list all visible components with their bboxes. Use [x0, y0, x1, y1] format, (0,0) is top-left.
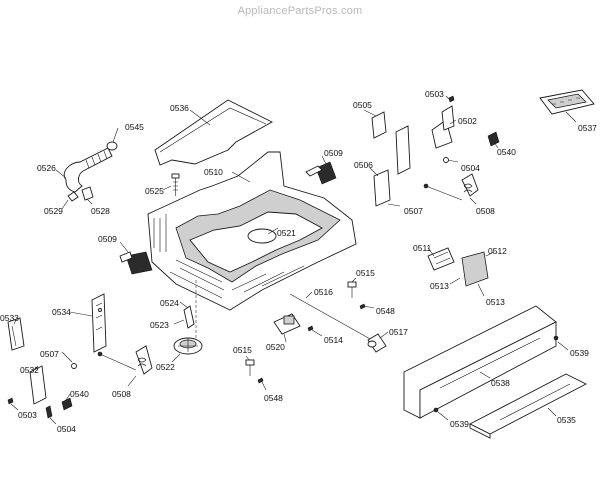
- label-0504-top: 0504: [461, 163, 480, 173]
- part-0529-0528-clips: [61, 186, 94, 210]
- label-0529: 0529: [44, 206, 63, 216]
- label-0540-left: 0540: [70, 389, 89, 399]
- label-0523: 0523: [150, 320, 169, 330]
- label-0535: 0535: [557, 415, 576, 425]
- label-0516: 0516: [314, 287, 333, 297]
- part-0520-valve: [273, 313, 323, 343]
- label-0525: 0525: [145, 186, 164, 196]
- part-0533-side-pad: [7, 317, 25, 351]
- part-0511-0512-latch: [427, 247, 495, 297]
- label-0534: 0534: [52, 307, 71, 317]
- part-0502-hinge-bracket: [431, 95, 459, 163]
- label-0506: 0506: [354, 160, 373, 170]
- label-0539-bottom: 0539: [450, 419, 469, 429]
- label-0507-left: 0507: [40, 349, 59, 359]
- label-0526: 0526: [37, 163, 56, 173]
- part-0540-right: [487, 131, 500, 149]
- label-0513-b: 0513: [486, 297, 505, 307]
- part-0534-hinge-plate: [69, 293, 107, 353]
- part-0510-base: [147, 151, 357, 311]
- label-0536: 0536: [170, 103, 189, 113]
- label-0540-right: 0540: [497, 147, 516, 157]
- label-0528: 0528: [91, 206, 110, 216]
- label-0502: 0502: [458, 116, 477, 126]
- part-0516-rod: [289, 291, 373, 341]
- label-0538: 0538: [491, 378, 510, 388]
- label-0548-bottom: 0548: [264, 393, 283, 403]
- label-0509-left: 0509: [98, 234, 117, 244]
- label-0548-mid: 0548: [376, 306, 395, 316]
- label-0524: 0524: [160, 298, 179, 308]
- label-0503-left: 0503: [18, 410, 37, 420]
- part-0532-bracket-left: [7, 351, 77, 425]
- label-0539-right: 0539: [570, 348, 589, 358]
- part-0515-screw-bottom: [245, 355, 267, 391]
- part-0526-hose: [55, 127, 119, 193]
- label-0537: 0537: [578, 123, 597, 133]
- part-0522-pump: [171, 280, 203, 363]
- label-0521: 0521: [277, 228, 296, 238]
- label-0511: 0511: [413, 243, 432, 253]
- label-0522: 0522: [156, 362, 175, 372]
- part-0509-foam-left: [119, 241, 153, 275]
- label-0514: 0514: [324, 335, 343, 345]
- part-0525-screw: [162, 173, 180, 196]
- label-0515-mid: 0515: [356, 268, 375, 278]
- label-0513-a: 0513: [430, 281, 449, 291]
- label-0503-top: 0503: [425, 89, 444, 99]
- label-0532: 0532: [20, 365, 39, 375]
- part-0538-toe-kick: [403, 305, 569, 421]
- label-0509-top: 0509: [324, 148, 343, 158]
- label-0545: 0545: [125, 122, 144, 132]
- part-0537-control-board: [539, 89, 595, 123]
- label-0533: 0533: [0, 313, 19, 323]
- part-0505-0506-brackets: [363, 109, 411, 207]
- label-0507-top: 0507: [404, 206, 423, 216]
- watermark: AppliancePartsPros.com: [237, 5, 363, 17]
- label-0520: 0520: [266, 342, 285, 352]
- part-0508-spring-top: [423, 173, 479, 205]
- part-0535-lower-panel: [469, 373, 587, 439]
- label-0510: 0510: [204, 167, 223, 177]
- part-0509-foam-top: [305, 155, 337, 185]
- label-0508-left: 0508: [112, 389, 131, 399]
- label-0505: 0505: [353, 100, 372, 110]
- label-0512: 0512: [488, 246, 507, 256]
- part-0517-cylinder: [367, 331, 389, 353]
- part-0536-cover-panel: [154, 99, 273, 166]
- label-0508-top: 0508: [476, 206, 495, 216]
- label-0504-left: 0504: [57, 424, 76, 434]
- label-0517: 0517: [389, 327, 408, 337]
- part-0508-spring-left: [97, 345, 153, 387]
- label-0515-bottom: 0515: [233, 345, 252, 355]
- part-0515-screw-mid: [347, 277, 375, 310]
